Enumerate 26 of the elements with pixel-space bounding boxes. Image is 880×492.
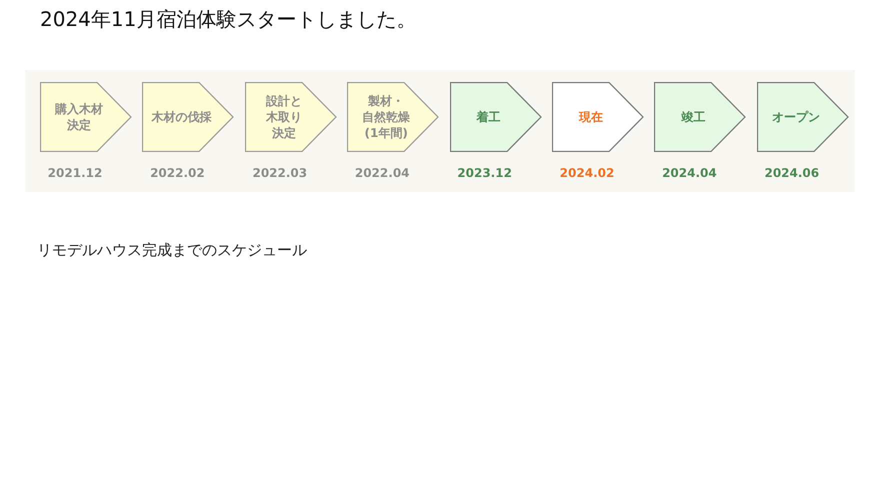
date-label: 2021.12 [46,166,104,180]
step-pentagon [347,82,440,152]
date-label: 2024.04 [661,166,718,180]
page-title: 2024年11月宿泊体験スタートしました。 [40,6,416,33]
step-label: 購入木材決定 [54,101,104,133]
step-pentagon [40,82,132,152]
caption: リモデルハウス完成までのスケジュール [37,241,307,260]
step-pentagon [756,82,849,152]
step-label: 製材・自然乾燥(1年間) [361,93,412,141]
step-label: 竣工 [680,109,706,125]
date-label: 2022.03 [251,166,308,180]
date-label: 2023.12 [456,166,513,180]
step-label: 設計と木取り決定 [264,93,303,141]
step-label: 木材の伐採 [150,109,212,125]
step-pentagon [654,82,746,152]
step-pentagon [244,82,337,152]
date-label: 2022.04 [354,166,411,180]
step-label: 着工 [475,109,502,125]
step-label: オープン [770,109,821,125]
step-pentagon [450,82,542,152]
step-pentagon [142,82,234,152]
step-pentagon [552,82,644,152]
date-label: 2022.02 [149,166,206,180]
step-label: 現在 [578,109,604,125]
date-label: 2024.02 [558,166,616,180]
date-label: 2024.06 [763,166,820,180]
